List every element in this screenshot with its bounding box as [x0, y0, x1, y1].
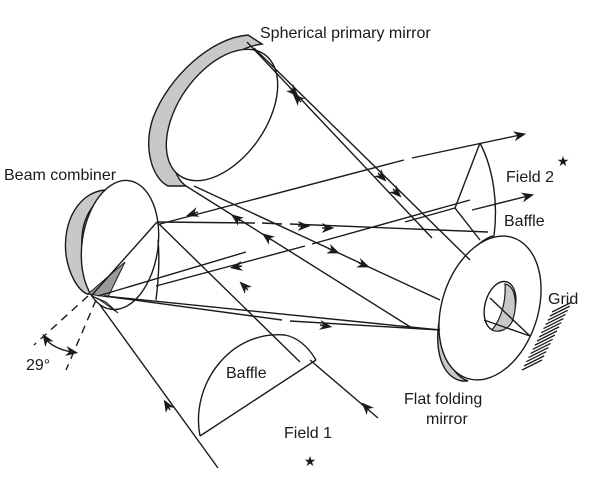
light-rays [33, 41, 535, 469]
label-beam-combiner: Beam combiner [4, 167, 117, 184]
label-folding-mirror-2: mirror [426, 411, 468, 428]
star-icon: ★ [304, 453, 317, 469]
grid-line [545, 313, 566, 326]
flat-folding-mirror [437, 235, 542, 382]
grid-line [543, 317, 564, 330]
grid-line [521, 359, 543, 371]
grid-line [534, 334, 556, 346]
label-field-1: Field 1 [284, 425, 332, 442]
grid-line [540, 322, 562, 334]
grid-line [528, 346, 549, 359]
grid-line [530, 342, 551, 355]
grid-line [538, 326, 560, 338]
grid-line [525, 351, 547, 363]
label-folding-mirror-1: Flat folding [404, 391, 482, 408]
label-baffle-lower: Baffle [226, 365, 267, 382]
spherical-primary-mirror [148, 34, 279, 187]
label-baffle-upper: Baffle [504, 213, 545, 230]
grid-line [532, 338, 554, 350]
label-field-2: Field 2 [506, 169, 554, 186]
grid-line [536, 330, 558, 342]
grid-line [547, 309, 569, 321]
label-primary-mirror: Spherical primary mirror [260, 25, 431, 42]
grid [521, 301, 573, 371]
grid-line [551, 301, 573, 313]
grid-line [523, 355, 545, 367]
beam-combiner [64, 179, 160, 314]
grid-line [549, 305, 571, 317]
star-icon: ★ [557, 153, 570, 169]
label-angle: 29° [26, 357, 50, 374]
label-grid: Grid [548, 291, 578, 308]
